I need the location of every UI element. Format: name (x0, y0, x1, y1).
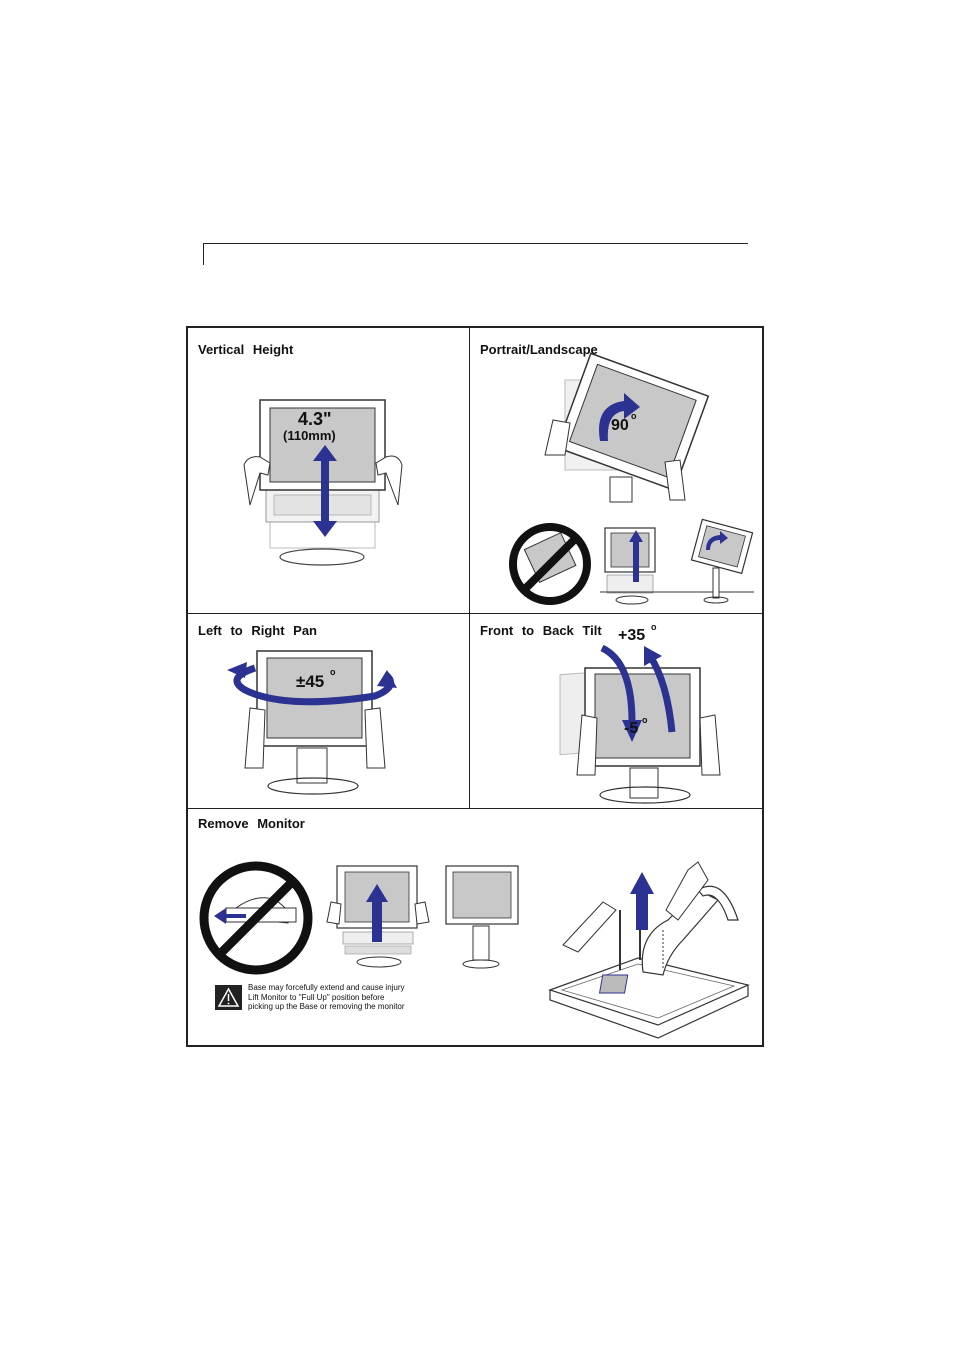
warning-icon (215, 985, 242, 1010)
height-value: 4.3" (298, 409, 332, 429)
left-right-pan-illustration (227, 650, 397, 795)
portrait-degree: o (631, 411, 637, 421)
warning-line: Lift Monitor to "Full Up" position befor… (248, 992, 385, 1002)
monitor-full-up-illustration (445, 865, 519, 969)
tilt-angle-down: -5 (624, 720, 639, 737)
portrait-landscape-steps (509, 518, 754, 605)
tilt-degree-down: o (642, 715, 648, 725)
divider-vertical (469, 327, 470, 809)
caption-remove-monitor: Remove Monitor (198, 816, 305, 831)
header-rule (203, 243, 748, 244)
vertical-arrow-icon (313, 445, 337, 537)
tilt-angle-up: +35 (618, 627, 646, 644)
lift-monitor-illustration (326, 865, 430, 968)
caption-portrait-landscape: Portrait/Landscape (480, 342, 598, 357)
rotate-arrow-icon (599, 393, 640, 441)
prohibited-lift-base-icon (199, 861, 313, 975)
caption-front-back-tilt: Front to Back Tilt (480, 623, 602, 638)
portrait-landscape-illustration (544, 352, 710, 503)
pan-degree: o (330, 667, 336, 677)
front-back-tilt-illustration (559, 667, 721, 804)
warning-text: Base may forcefully extend and cause inj… (248, 983, 448, 1012)
illustration-frame (186, 326, 764, 1047)
warning-line: Base may forcefully extend and cause inj… (248, 983, 405, 992)
portrait-angle: 90 (611, 417, 629, 434)
tilt-degree-up: o (651, 622, 657, 632)
warning-line: picking up the Base or removing the moni… (248, 1002, 405, 1011)
pan-angle: ±45 (296, 672, 325, 691)
remove-screws-illustration (548, 861, 750, 1039)
caption-vertical-height: Vertical Height (198, 342, 294, 357)
divider-row-2 (187, 808, 763, 809)
header-rule-tick (203, 243, 204, 265)
height-value-mm: (110mm) (283, 428, 336, 443)
divider-row-1 (187, 613, 763, 614)
caption-left-right-pan: Left to Right Pan (198, 623, 317, 638)
tilt-arrows-icon (600, 644, 676, 742)
